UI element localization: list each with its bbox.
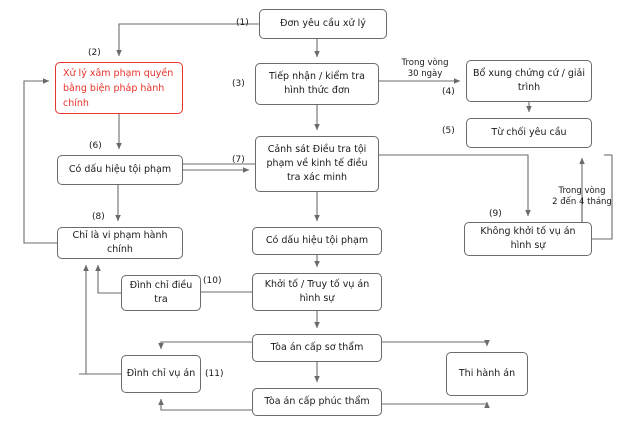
- step-tag-5: (5): [442, 126, 455, 136]
- node-bo-xung-chung-cu[interactable]: Bổ xung chứng cứ / giải trình: [466, 60, 592, 102]
- step-tag-9: (9): [489, 209, 502, 219]
- node-co-dau-hieu-toi-pham-2[interactable]: Có dấu hiệu tội phạm: [252, 227, 382, 255]
- node-toa-an-cap-so-tham[interactable]: Tòa án cấp sơ thẩm: [252, 334, 382, 362]
- edge-label-trong-vong-30-ngay: Trong vòng 30 ngày: [401, 58, 449, 79]
- step-tag-2: (2): [88, 48, 101, 58]
- edge-right-return-rail: [592, 155, 613, 240]
- edge-don-to-xuly: [116, 23, 259, 57]
- node-dinh-chi-dieu-tra[interactable]: Đình chỉ điều tra: [121, 275, 201, 311]
- node-tu-choi-yeu-cau[interactable]: Từ chối yêu cầu: [466, 118, 592, 148]
- step-tag-6: (6): [89, 141, 102, 151]
- edge-chilavipham-to-xuly: [23, 78, 57, 244]
- edge-canhsat-to-khongkhoito: [379, 154, 531, 217]
- node-dinh-chi-vu-an[interactable]: Đình chỉ vụ án: [121, 355, 201, 393]
- edge-sotham-to-dinhchivuan: [158, 341, 252, 350]
- edge-label-trong-vong-2-den-4-thang: Trong vòng 2 đến 4 tháng: [552, 186, 612, 207]
- step-tag-8: (8): [92, 212, 105, 222]
- node-khoi-to-truy-to[interactable]: Khởi tố / Truy tố vụ án hình sự: [252, 273, 382, 311]
- node-chi-la-vi-pham-hanh-chinh[interactable]: Chỉ là vi phạm hành chính: [57, 227, 183, 259]
- node-tiep-nhan-kiem-tra[interactable]: Tiếp nhận / kiểm tra hình thức đơn: [255, 63, 379, 105]
- step-tag-11: (11): [205, 369, 224, 379]
- node-thi-hanh-an[interactable]: Thi hành án: [446, 352, 528, 396]
- node-khong-khoi-to-vu-an[interactable]: Không khởi tố vụ án hình sự: [464, 222, 592, 256]
- step-tag-1: (1): [236, 18, 249, 28]
- step-tag-7: (7): [232, 155, 245, 165]
- node-xu-ly-xam-pham[interactable]: Xử lý xâm phạm quyền bằng biện pháp hành…: [55, 62, 183, 114]
- edge-phuctham-to-dinhchivuan: [158, 398, 252, 411]
- edge-sotham-to-thihanhan: [382, 339, 490, 347]
- node-co-dau-hieu-toi-pham-1[interactable]: Có dấu hiệu tội phạm: [57, 155, 183, 185]
- node-toa-an-cap-phuc-tham[interactable]: Tòa án cấp phúc thẩm: [252, 388, 382, 416]
- edge-dinhchivuan-to-chilavipham: [83, 264, 121, 375]
- node-don-yeu-cau[interactable]: Đơn yêu cầu xử lý: [259, 9, 387, 39]
- step-tag-4: (4): [442, 87, 455, 97]
- step-tag-10: (10): [203, 276, 222, 286]
- step-tag-3: (3): [232, 79, 245, 89]
- edge-phuctham-to-thihanhan: [382, 401, 490, 409]
- node-canh-sat-dieu-tra[interactable]: Cảnh sát Điều tra tội phạm về kinh tế đi…: [255, 136, 379, 192]
- edge-dinhchidieutra-to-chilavipham: [95, 264, 121, 294]
